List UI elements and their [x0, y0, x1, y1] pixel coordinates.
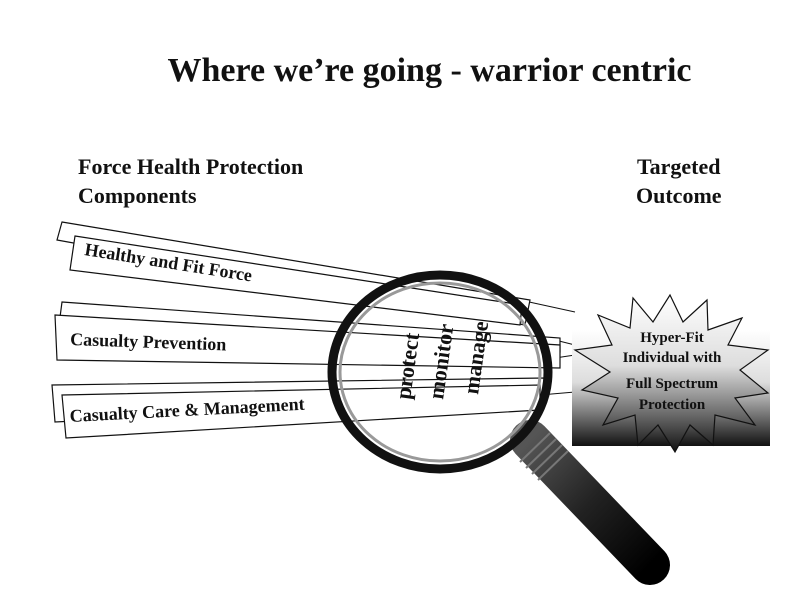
outcome-heading: Targeted Outcome: [636, 152, 722, 210]
outcome-starburst: [573, 293, 770, 454]
outcome-heading-line2: Outcome: [636, 183, 722, 208]
magnifier-lens: [327, 270, 553, 474]
page-title: Where we’re going - warrior centric: [167, 52, 692, 89]
outcome-line1: Hyper-Fit: [640, 330, 704, 346]
magnifier-handle: [510, 420, 670, 585]
components-heading-line1: Force Health Protection: [78, 154, 304, 179]
components-heading-line2: Components: [78, 183, 197, 208]
strip-healthy: [69, 235, 523, 326]
outcome-heading-line1: Targeted: [637, 154, 721, 179]
outcome-line2: Individual with: [623, 350, 722, 366]
outcome-line3: Full Spectrum: [626, 376, 719, 392]
strip-prevention: [54, 314, 561, 369]
outcome-line4: Protection: [639, 397, 706, 413]
components-heading: Force Health Protection Components: [78, 152, 303, 210]
